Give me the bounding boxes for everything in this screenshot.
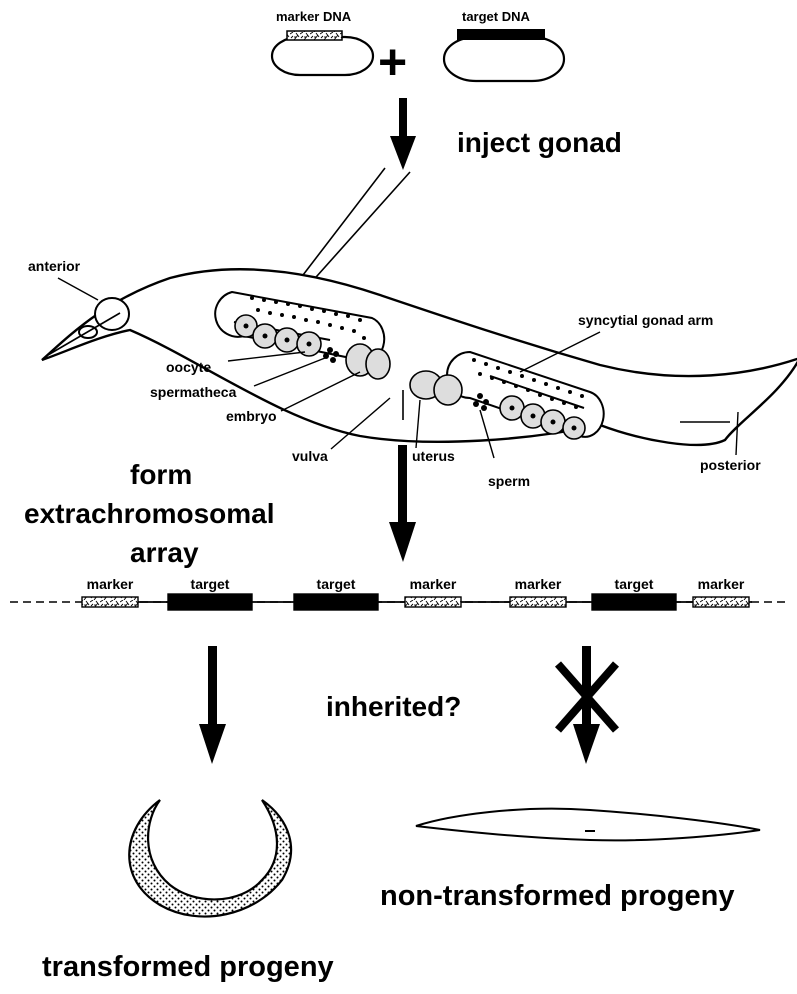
- array-segments: marker target target marker marker target mark…: [82, 576, 749, 610]
- array-marker-segment: [693, 597, 749, 607]
- array-marker-label: marker: [698, 576, 745, 592]
- label-spermatheca: spermatheca: [150, 384, 237, 400]
- label-transformed-progeny: transformed progeny: [42, 951, 334, 983]
- label-oocyte: oocyte: [166, 359, 211, 375]
- array-target-label: target: [191, 576, 230, 592]
- label-posterior: posterior: [700, 457, 761, 473]
- arrow-inherited: [199, 646, 226, 764]
- adult-worm: [42, 269, 797, 445]
- step-inherited: inherited?: [326, 691, 461, 722]
- step-form-line3: array: [130, 537, 199, 568]
- marker-dna-label: marker DNA: [276, 9, 352, 24]
- array-marker-segment: [510, 597, 566, 607]
- label-embryo: embryo: [226, 408, 277, 424]
- array-target-segment: [294, 594, 378, 610]
- target-dna-label: target DNA: [462, 9, 531, 24]
- label-uterus: uterus: [412, 448, 455, 464]
- array-target-label: target: [317, 576, 356, 592]
- array-target-segment: [168, 594, 252, 610]
- extrachromosomal-array: marker target target marker marker target mark…: [10, 576, 790, 610]
- marker-plasmid: marker DNA: [272, 9, 373, 75]
- target-insert: [457, 29, 545, 40]
- array-marker-segment: [82, 597, 138, 607]
- label-syncytial-gonad-arm: syncytial gonad arm: [578, 312, 713, 328]
- label-anterior: anterior: [28, 258, 81, 274]
- non-transformed-worm: [416, 809, 760, 841]
- step-inject-gonad: inject gonad: [457, 127, 622, 158]
- label-sperm: sperm: [488, 473, 530, 489]
- plus-sign: +: [378, 34, 407, 90]
- array-marker-label: marker: [87, 576, 134, 592]
- label-vulva: vulva: [292, 448, 328, 464]
- step-form-line2: extrachromosomal: [24, 498, 275, 529]
- array-marker-label: marker: [515, 576, 562, 592]
- step-form-line1: form: [130, 459, 192, 490]
- label-non-transformed-progeny: non-transformed progeny: [380, 880, 734, 912]
- arrow-inject: [390, 98, 416, 170]
- array-target-segment: [592, 594, 676, 610]
- array-target-label: target: [615, 576, 654, 592]
- array-marker-segment: [405, 597, 461, 607]
- marker-insert: [287, 31, 342, 40]
- target-plasmid: target DNA: [444, 9, 564, 81]
- transformed-worm: [129, 800, 291, 917]
- arrow-not-inherited: [558, 646, 616, 764]
- array-marker-label: marker: [410, 576, 457, 592]
